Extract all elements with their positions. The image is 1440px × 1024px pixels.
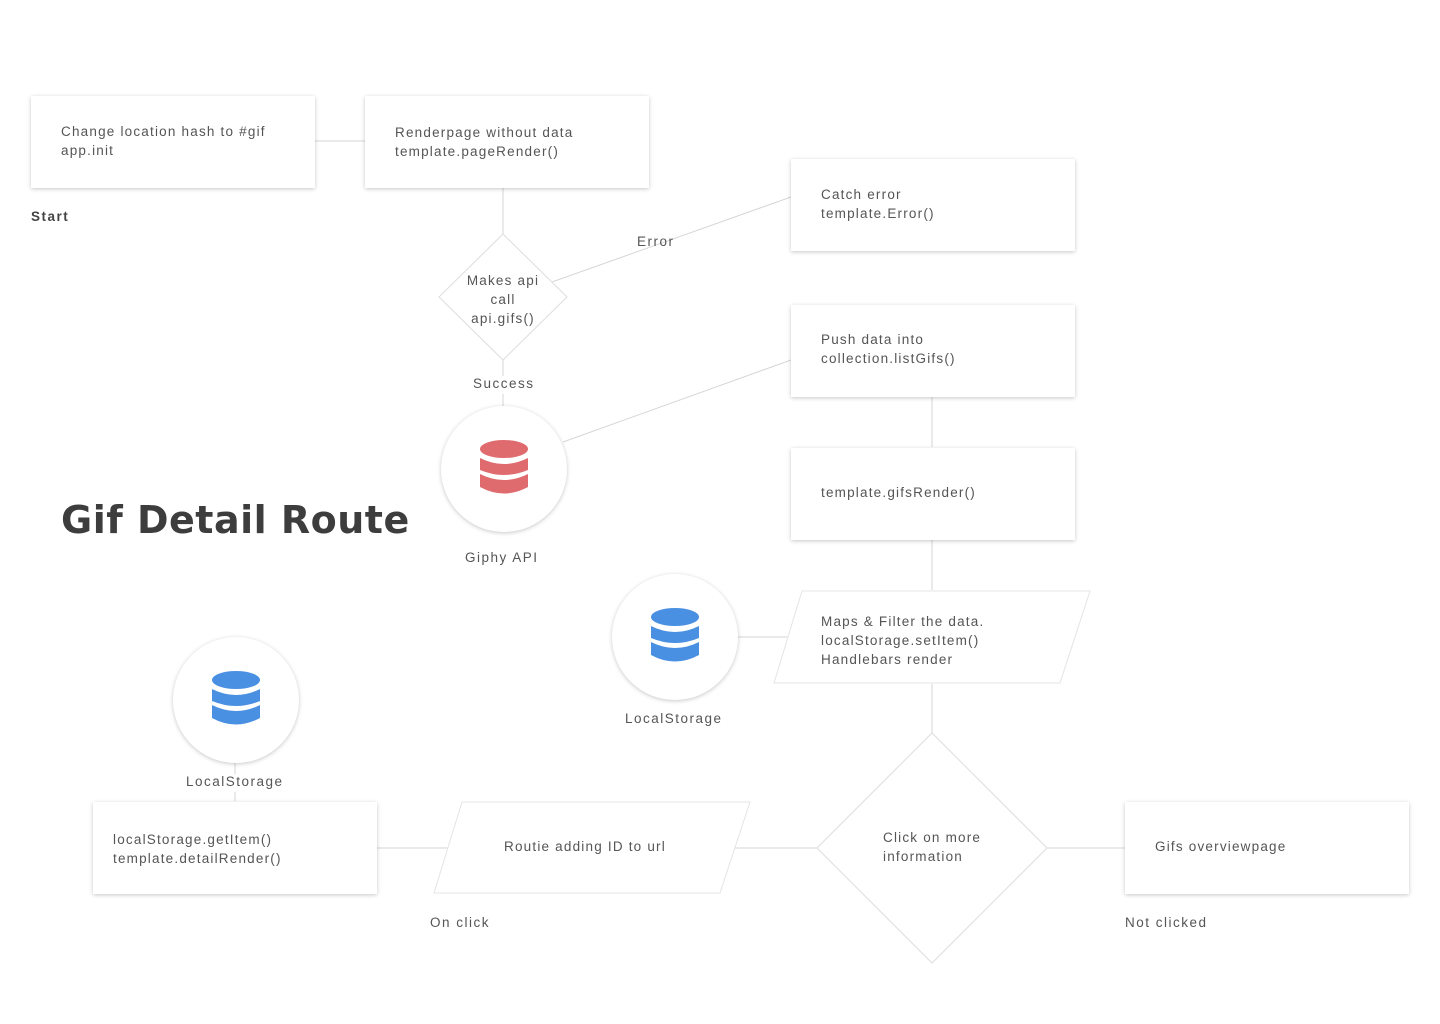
database-icon [651,608,699,662]
on-click-label: On click [430,915,491,930]
node-gifs-render-line1: template.gifsRender() [821,485,977,500]
decision-api-call-line2: call [490,292,516,307]
node-change-hash: Change location hash to #gif app.init [31,96,315,188]
node-push-data-line2: collection.listGifs() [821,351,956,366]
process-maps-filter-line2: localStorage.setItem() [821,633,980,648]
node-push-data-line1: Push data into [821,332,925,347]
node-catch-error-line1: Catch error [821,187,902,202]
node-catch-error-line2: template.Error() [821,206,935,221]
decision-api-call [438,233,568,361]
node-gifs-overview: Gifs overviewpage [1125,802,1409,894]
process-maps-filter-line1: Maps & Filter the data. [821,614,985,629]
not-clicked-label: Not clicked [1125,915,1208,930]
giphy-api-node [441,406,567,532]
node-change-hash-line2: app.init [61,143,115,158]
connector-api-to-error [551,196,792,283]
local-storage-node-2 [173,637,299,763]
database-icon [480,440,528,494]
node-catch-error: Catch error template.Error() [791,159,1075,251]
success-label: Success [473,376,535,391]
local-storage-node-1 [612,574,738,700]
process-routie [433,801,751,894]
start-label: Start [31,209,70,224]
node-detail-render-line2: template.detailRender() [113,851,282,866]
node-render-page-line2: template.pageRender() [395,144,560,159]
giphy-api-label: Giphy API [465,550,539,565]
decision-click-more-line1: Click on more [883,830,982,845]
decision-click-more-line2: information [883,849,963,864]
node-gifs-overview-line1: Gifs overviewpage [1155,839,1287,854]
node-detail-render: localStorage.getItem() template.detailRe… [93,802,377,894]
local-storage-label-1: LocalStorage [625,711,723,726]
decision-api-call-line1: Makes api [466,273,540,288]
decision-api-call-line3: api.gifs() [471,311,535,326]
error-label: Error [637,234,675,249]
process-routie-line1: Routie adding ID to url [504,839,666,854]
node-change-hash-line1: Change location hash to #gif [61,124,266,139]
node-gifs-render: template.gifsRender() [791,448,1075,540]
node-render-page: Renderpage without data template.pageRen… [365,96,649,188]
process-maps-filter-line3: Handlebars render [821,652,954,667]
decision-click-more [816,732,1048,964]
connector-giphy-to-push [562,359,792,443]
node-detail-render-line1: localStorage.getItem() [113,832,273,847]
database-icon [212,671,260,725]
page-title: Gif Detail Route [61,498,410,542]
local-storage-label-2: LocalStorage [186,774,284,789]
node-push-data: Push data into collection.listGifs() [791,305,1075,397]
process-maps-filter [773,590,1091,684]
node-render-page-line1: Renderpage without data [395,125,574,140]
